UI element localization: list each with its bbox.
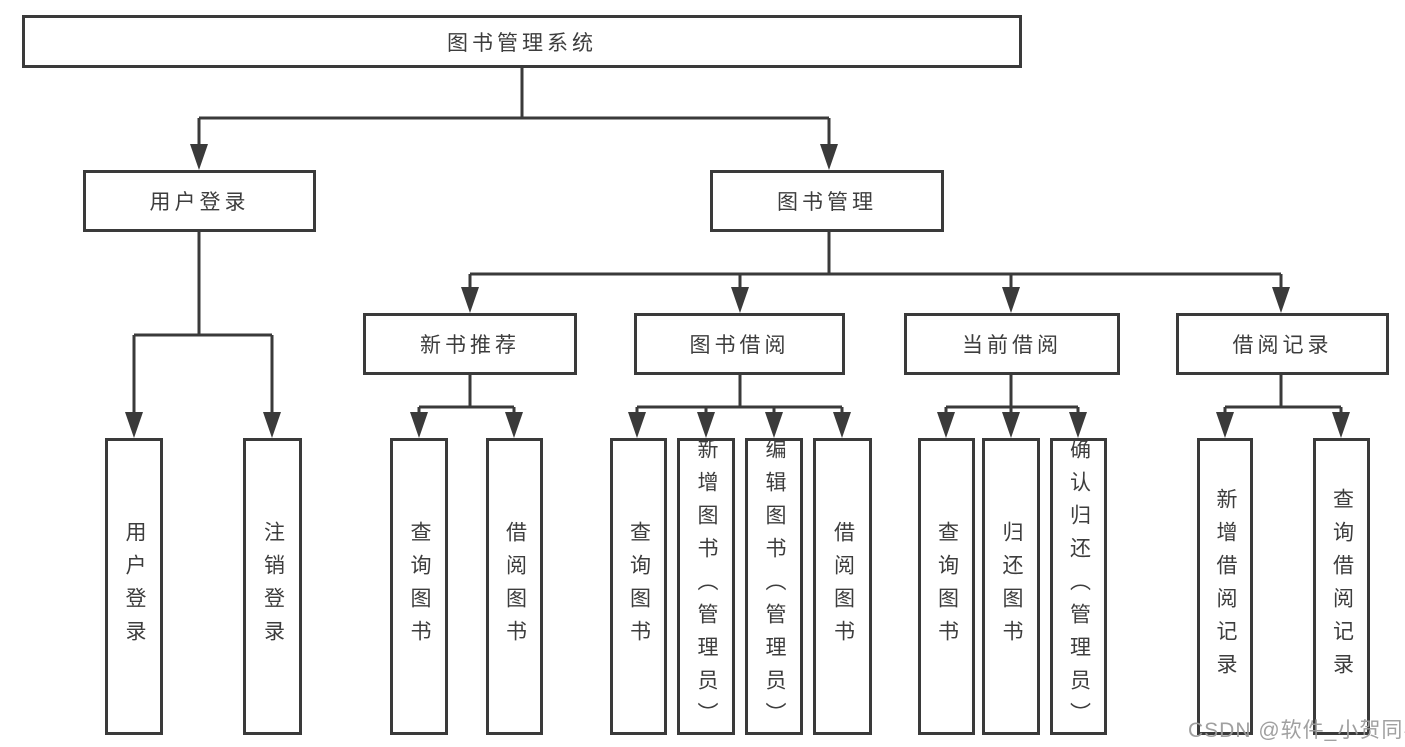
node-new-book-recommend: 新书推荐 [363, 313, 577, 375]
node-label: 查询图书 [627, 520, 651, 653]
node-label: 图书借阅 [689, 334, 790, 357]
node-user-login: 用户登录 [83, 170, 316, 232]
node-label: 图书管理 [777, 191, 877, 214]
arrow-icon [190, 144, 208, 170]
arrow-icon [1002, 287, 1020, 313]
arrow-icon [505, 412, 523, 438]
node-label: 新增借阅记录 [1214, 487, 1237, 686]
node-leaf-query-books-borrowing: 查询图书 [610, 438, 667, 735]
arrow-icon [1332, 412, 1350, 438]
node-leaf-edit-books-admin: 编辑图书（管理员） [745, 438, 803, 735]
node-label: 图书管理系统 [447, 31, 597, 55]
node-leaf-borrow-books-borrowing: 借阅图书 [813, 438, 872, 735]
node-label: 确认归还（管理员） [1067, 438, 1091, 735]
node-label: 用户登录 [149, 191, 250, 214]
connector-root [197, 68, 831, 146]
node-label: 查询图书 [935, 520, 959, 653]
node-leaf-user-login: 用户登录 [105, 438, 163, 735]
node-label: 借阅图书 [503, 520, 527, 653]
node-label: 当前借阅 [962, 334, 1062, 357]
node-label: 新增图书（管理员） [695, 438, 718, 735]
arrow-icon [263, 412, 281, 438]
connector-borrowing-records [1223, 374, 1343, 414]
node-leaf-confirm-return-admin: 确认归还（管理员） [1050, 438, 1107, 735]
arrow-icon [820, 144, 838, 170]
node-leaf-borrow-books-recommend: 借阅图书 [486, 438, 543, 735]
arrowheads [125, 144, 1350, 438]
arrow-icon [937, 412, 955, 438]
connector-new-book-recommend [417, 374, 516, 414]
arrow-icon [1002, 412, 1020, 438]
arrow-icon [697, 412, 715, 438]
arrow-icon [628, 412, 646, 438]
arrow-icon [461, 287, 479, 313]
node-book-management: 图书管理 [710, 170, 944, 232]
watermark: CSDN @软件_小贺同学 [1188, 719, 1405, 742]
arrow-icon [125, 412, 143, 438]
node-label: 借阅图书 [831, 520, 855, 653]
node-leaf-add-borrow-record: 新增借阅记录 [1197, 438, 1253, 735]
arrow-icon [765, 412, 783, 438]
node-leaf-query-borrow-record: 查询借阅记录 [1313, 438, 1370, 735]
node-label: 编辑图书（管理员） [763, 438, 786, 735]
arrow-icon [731, 287, 749, 313]
node-current-borrowing: 当前借阅 [904, 313, 1120, 375]
node-label: 查询借阅记录 [1330, 487, 1354, 686]
arrow-icon [1216, 412, 1234, 438]
node-label: 借阅记录 [1232, 334, 1333, 357]
node-leaf-query-books-recommend: 查询图书 [390, 438, 448, 735]
node-label: 新书推荐 [420, 334, 520, 357]
node-leaf-logout: 注销登录 [243, 438, 302, 735]
arrow-icon [1272, 287, 1290, 313]
arrow-icon [410, 412, 428, 438]
node-leaf-query-books-current: 查询图书 [918, 438, 975, 735]
connector-current-borrowing [944, 374, 1080, 414]
node-label: 用户登录 [123, 520, 146, 653]
node-leaf-add-books-admin: 新增图书（管理员） [677, 438, 735, 735]
node-book-borrowing: 图书借阅 [634, 313, 845, 375]
node-label: 归还图书 [1000, 520, 1023, 653]
connector-user-login [132, 232, 274, 414]
node-leaf-return-books: 归还图书 [982, 438, 1040, 735]
connector-paths [132, 68, 1343, 414]
node-root-system: 图书管理系统 [22, 15, 1022, 68]
arrow-icon [833, 412, 851, 438]
node-label: 查询图书 [408, 520, 431, 653]
node-borrowing-records: 借阅记录 [1176, 313, 1389, 375]
node-label: 注销登录 [261, 520, 285, 653]
connector-book-borrowing [635, 374, 844, 414]
connector-book-management [468, 232, 1283, 289]
arrow-icon [1069, 412, 1087, 438]
